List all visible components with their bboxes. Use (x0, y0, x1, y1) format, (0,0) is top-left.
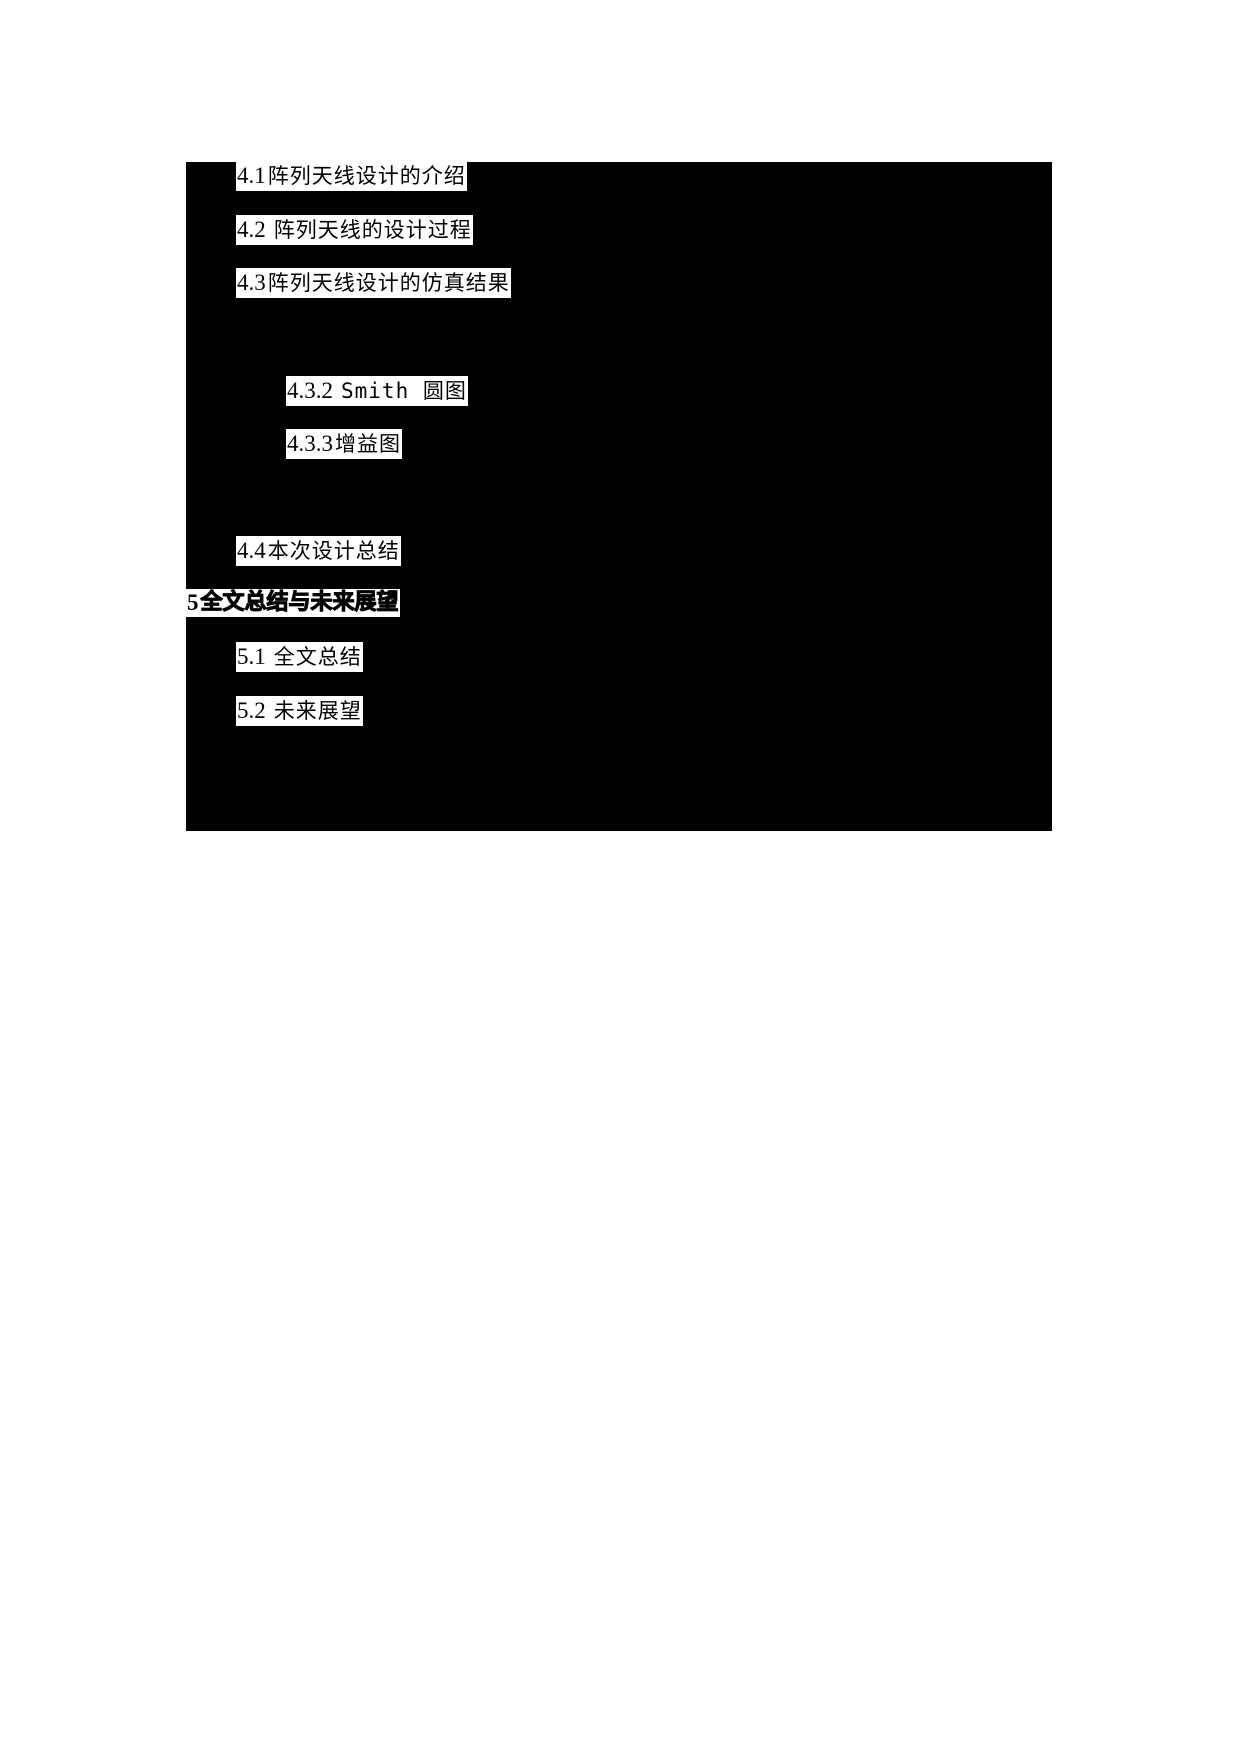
toc-entry-4-3[interactable]: 4.3 阵列天线设计的仿真结果 (236, 268, 511, 298)
toc-entry-number: 5.2 (236, 696, 267, 726)
toc-entry-title: 增益图 (334, 429, 402, 459)
toc-entry-5-2[interactable]: 5.2 未来展望 (236, 696, 363, 726)
toc-entry-title: 阵列天线设计的介绍 (266, 161, 467, 191)
toc-entry-4-3-2[interactable]: 4.3.2 Smith 圆图 (286, 376, 468, 406)
spacer (266, 696, 273, 726)
toc-chapter-title: 全文总结与未来展望 (199, 589, 400, 617)
toc-entry-number: 4.4 (236, 536, 267, 566)
toc-entry-title: Smith 圆图 (340, 376, 468, 406)
redaction-block (186, 162, 1052, 831)
toc-entry-title: 本次设计总结 (266, 536, 401, 566)
toc-entry-title: 阵列天线的设计过程 (272, 215, 473, 245)
toc-entry-number: 4.2 (236, 215, 267, 245)
spacer (266, 642, 273, 672)
toc-entry-title: 未来展望 (272, 696, 363, 726)
toc-entry-4-1[interactable]: 4.1 阵列天线设计的介绍 (236, 161, 467, 191)
toc-entry-title: 全文总结 (272, 642, 363, 672)
toc-entry-number: 4.3 (236, 268, 267, 298)
toc-entry-number: 4.3.3 (286, 429, 334, 459)
toc-entry-4-2[interactable]: 4.2 阵列天线的设计过程 (236, 215, 473, 245)
toc-chapter-number: 5 (186, 589, 200, 617)
spacer (266, 215, 273, 245)
toc-entry-5-1[interactable]: 5.1 全文总结 (236, 642, 363, 672)
toc-entry-4-3-3[interactable]: 4.3.3 增益图 (286, 429, 402, 459)
toc-entry-4-4[interactable]: 4.4 本次设计总结 (236, 536, 401, 566)
toc-entry-number: 4.3.2 (286, 376, 334, 406)
toc-entry-number: 4.1 (236, 161, 267, 191)
toc-entry-title: 阵列天线设计的仿真结果 (266, 268, 511, 298)
toc-entry-chapter-5[interactable]: 5 全文总结与未来展望 (186, 589, 400, 617)
spacer (334, 376, 340, 406)
toc-entry-number: 5.1 (236, 642, 267, 672)
